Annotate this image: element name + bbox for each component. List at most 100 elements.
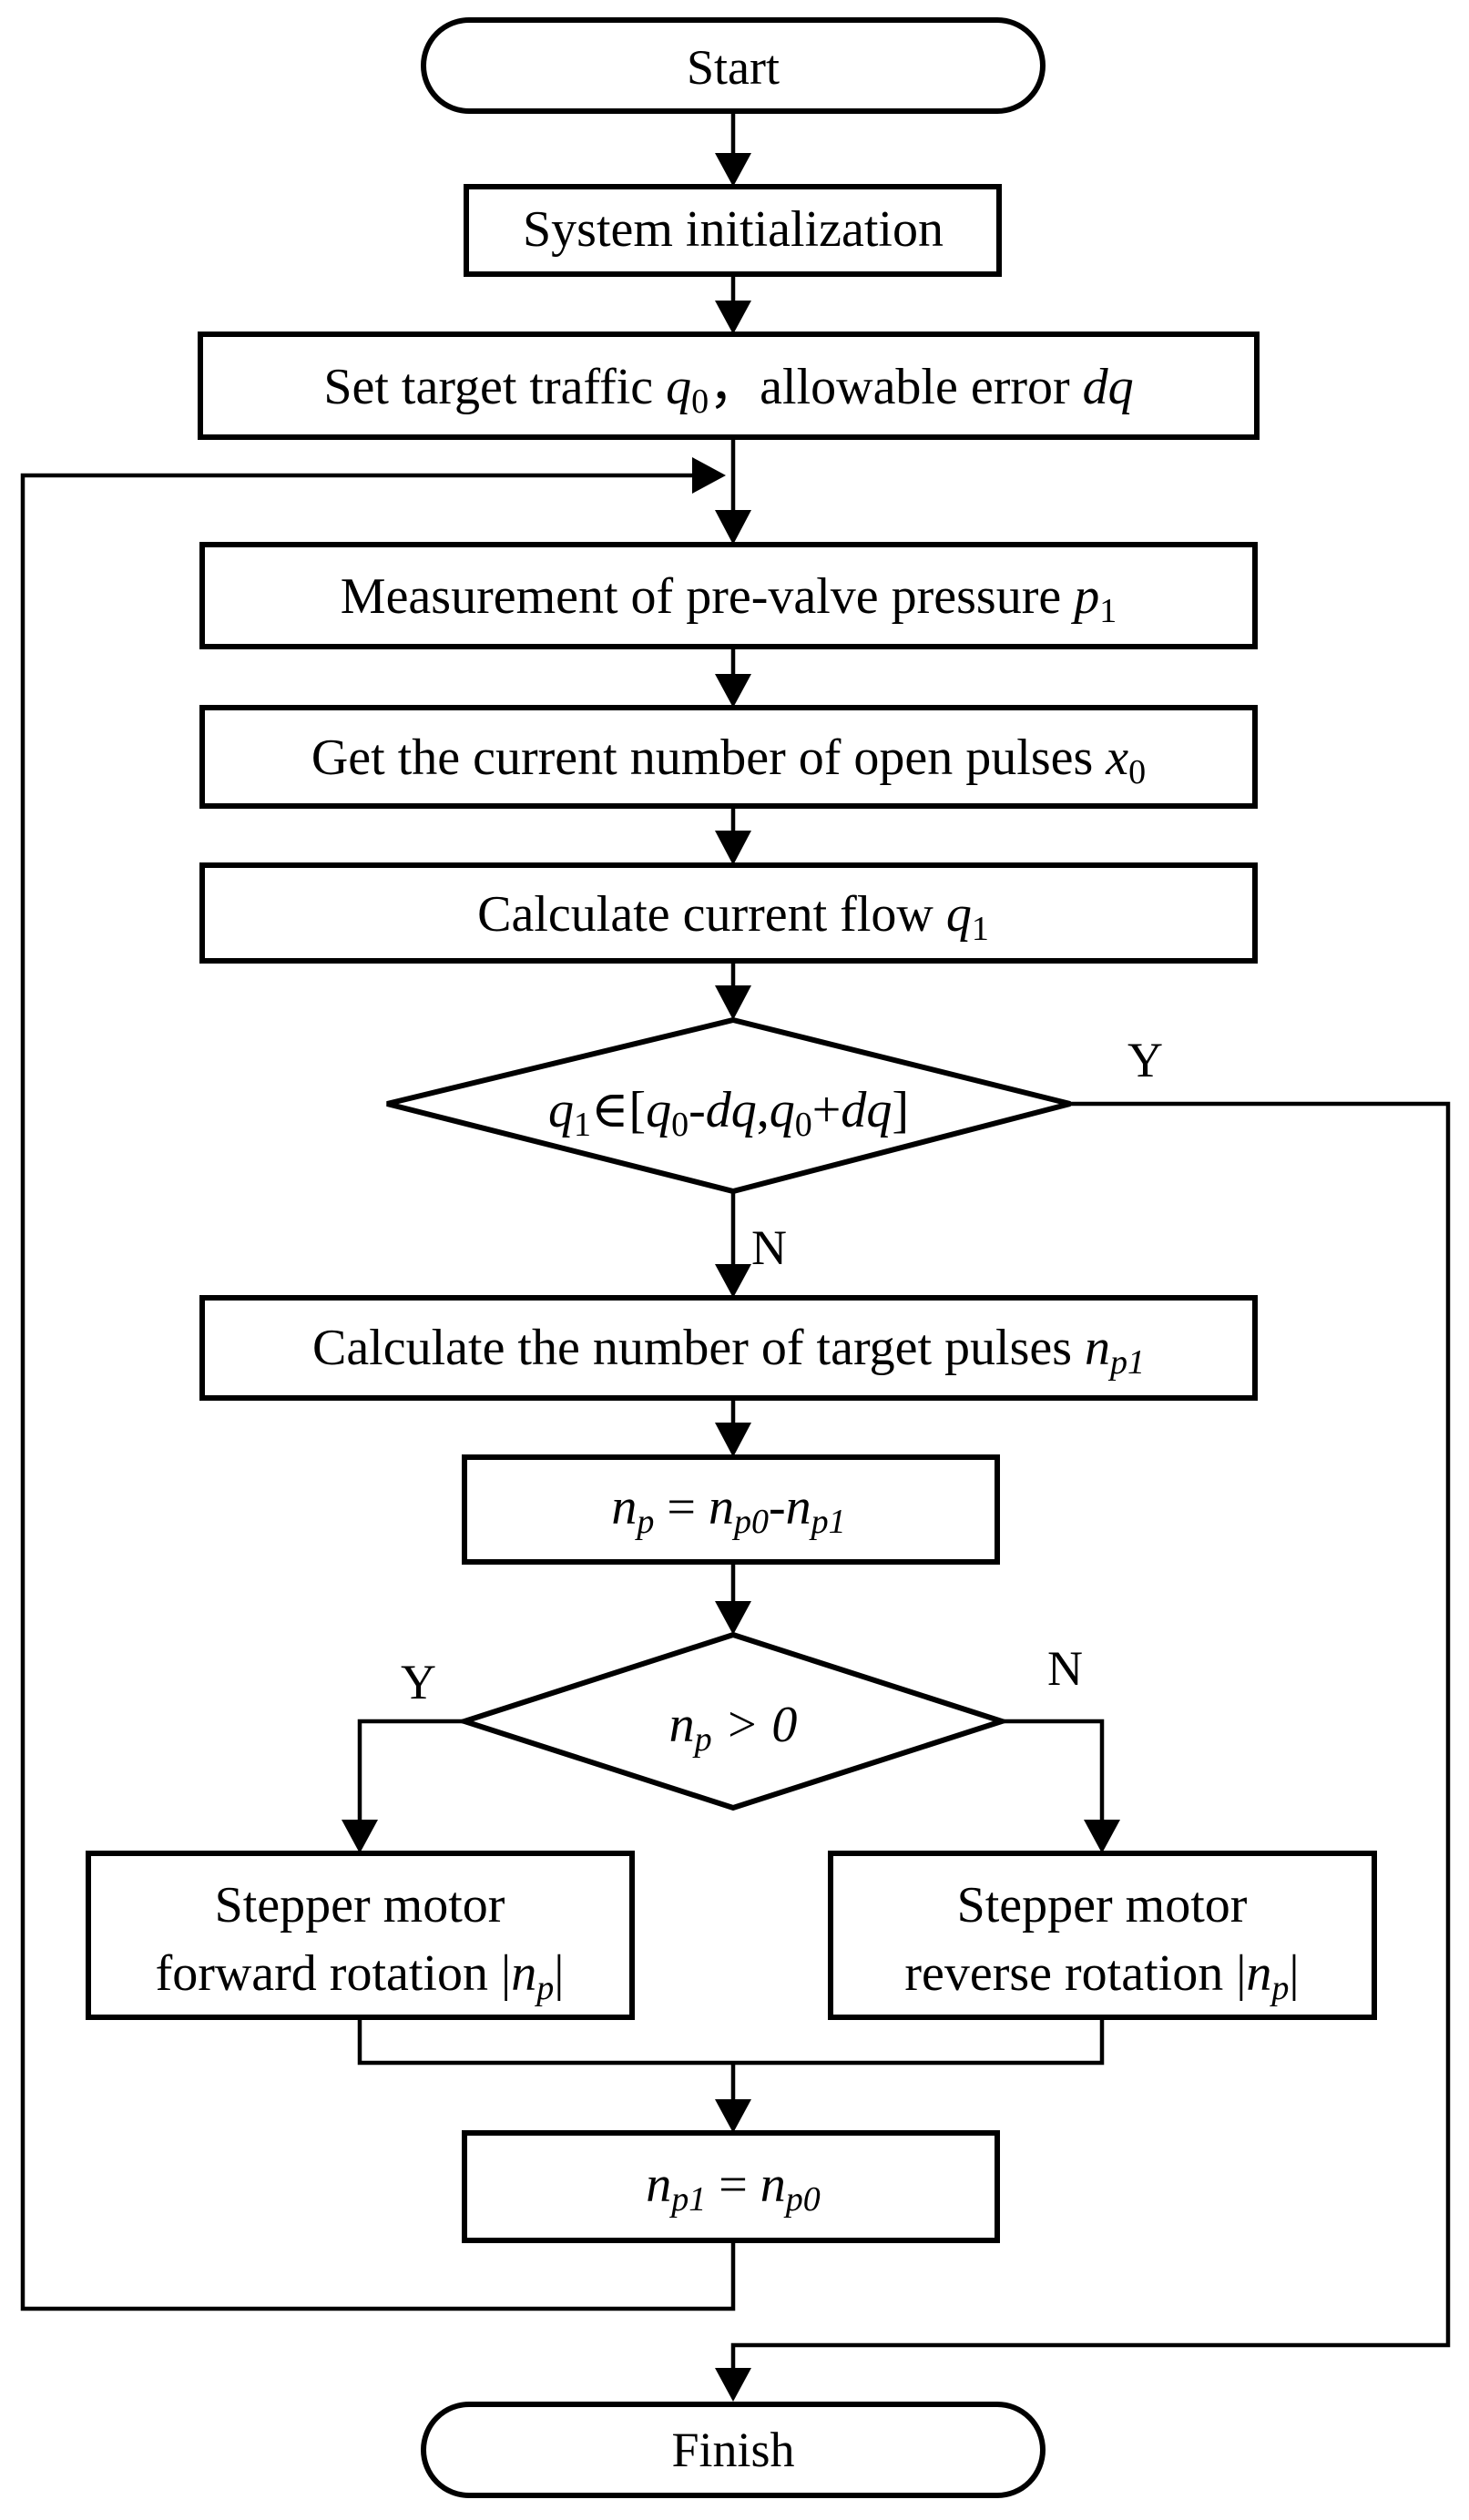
decision-sign-subscript: p <box>692 1720 712 1759</box>
reverse-abs-close: | <box>1289 1945 1299 2002</box>
measure-pressure-p-subscript: 1 <box>1099 592 1117 630</box>
node-compute-np: np = np0-np1 <box>462 1454 1000 1565</box>
edge-decision-yes-to-finish <box>730 1101 1451 2377</box>
init-box <box>464 184 1002 277</box>
compute-np-n-symbol: n <box>611 1479 637 1535</box>
init-label: System initialization <box>523 201 944 258</box>
set-target-dq-symbol: dq <box>1083 359 1134 415</box>
edge-sign-yes-to-forward <box>357 1719 464 1831</box>
update-np1-label: np1 = np0 <box>646 2157 821 2219</box>
reverse-line2-text: reverse rotation <box>904 1945 1236 2002</box>
set-target-label: Set target traffic q0，allowable error dq <box>323 359 1133 421</box>
compute-np-minus: - <box>769 1479 786 1535</box>
edge-label-range-no: N <box>751 1220 787 1275</box>
arrowhead-calc-flow <box>715 831 751 865</box>
decision-q0-lower-symbol: q <box>646 1082 671 1138</box>
measure-pressure-p-symbol: p <box>1070 568 1099 625</box>
calc-target-box <box>199 1295 1258 1401</box>
calc-target-n-subscript: p1 <box>1107 1343 1145 1382</box>
start-terminator-shape <box>421 17 1046 114</box>
edge-sign-no-to-reverse <box>1002 1719 1105 1831</box>
set-target-q-subscript: 0 <box>691 383 709 421</box>
decision-q0-lower-subscript: 0 <box>671 1106 689 1144</box>
decision-comma: , <box>757 1082 770 1138</box>
get-pulses-box <box>199 705 1258 809</box>
decision-sign-n-symbol: n <box>669 1697 695 1753</box>
calc-flow-text: Calculate current flow <box>477 886 946 943</box>
update-np1-box <box>462 2130 1000 2243</box>
decision-dq-lower-symbol: dq <box>706 1082 757 1138</box>
edge-loop-back <box>20 473 736 2311</box>
set-target-text: Set target traffic <box>323 359 666 415</box>
arrowhead-decision-range <box>715 985 751 1020</box>
arrowhead-calc-target <box>715 1264 751 1298</box>
update-n0-subscript: p0 <box>783 2180 821 2219</box>
node-decision-sign: np > 0 <box>455 1631 1011 1811</box>
node-finish: Finish <box>421 2402 1046 2498</box>
arrowhead-set-target <box>715 301 751 334</box>
compute-np-n1-symbol: n <box>786 1479 811 1535</box>
finish-terminator-shape <box>421 2402 1046 2498</box>
node-get-pulses: Get the current number of open pulses x0 <box>199 705 1258 809</box>
arrowhead-measure <box>715 510 751 545</box>
calc-target-n-symbol: n <box>1085 1320 1110 1376</box>
decision-sign-comparison: > 0 <box>712 1697 798 1753</box>
arrowhead-update <box>715 2099 751 2133</box>
finish-label: Finish <box>671 2423 794 2477</box>
set-target-q-symbol: q <box>666 359 691 415</box>
forward-abs-open: | <box>501 1945 511 2002</box>
forward-line1: Stepper motor <box>215 1877 505 1933</box>
arrowhead-finish <box>715 2368 751 2402</box>
reverse-line1: Stepper motor <box>957 1877 1248 1933</box>
update-n1-subscript: p1 <box>668 2180 706 2219</box>
node-measure-pressure: Measurement of pre-valve pressure p1 <box>199 542 1258 649</box>
measure-pressure-text: Measurement of pre-valve pressure <box>341 568 1074 625</box>
calc-flow-q-subscript: 1 <box>972 910 989 948</box>
edge-label-sign-yes: Y <box>401 1655 436 1709</box>
calc-flow-label: Calculate current flow q1 <box>477 886 989 948</box>
compute-np-n1-subscript: p1 <box>809 1503 846 1541</box>
node-set-target: Set target traffic q0，allowable error dq <box>198 332 1260 440</box>
arrowhead-decision-sign <box>715 1601 751 1635</box>
node-decision-range: q1∈[q0-dq,q0+dq] <box>386 1016 1071 1195</box>
update-n0-symbol: n <box>760 2157 786 2213</box>
set-target-mid-text: ，allowable error <box>709 359 1082 415</box>
decision-element-of-symbol: ∈ <box>591 1082 628 1138</box>
compute-np-label: np = np0-np1 <box>611 1479 845 1541</box>
decision-close-bracket: ] <box>892 1082 909 1138</box>
node-forward-rotation: Stepper motor forward rotation |np| <box>86 1851 635 2020</box>
edge-merge <box>357 2017 1105 2066</box>
node-init: System initialization <box>464 184 1002 277</box>
node-update-np1: np1 = np0 <box>462 2130 1000 2243</box>
node-start: Start <box>421 17 1046 114</box>
decision-q1-symbol: q <box>548 1082 574 1138</box>
edges <box>20 109 1451 2402</box>
forward-n-subscript: p <box>534 1969 554 2007</box>
arrowhead-get-pulses <box>715 674 751 708</box>
get-pulses-x-subscript: 0 <box>1128 753 1146 791</box>
forward-line2-text: forward rotation <box>156 1945 501 2002</box>
arrowhead-loop <box>692 457 726 494</box>
reverse-line2: reverse rotation |np| <box>904 1945 1299 2007</box>
get-pulses-label: Get the current number of open pulses x0 <box>311 729 1146 791</box>
decision-q1-subscript: 1 <box>574 1106 591 1144</box>
decision-sign-label: np > 0 <box>669 1697 798 1759</box>
decision-q0-upper-symbol: q <box>770 1082 795 1138</box>
arrowhead-compute-np <box>715 1423 751 1457</box>
decision-dq-upper-symbol: dq <box>841 1082 892 1138</box>
reverse-n-symbol: n <box>1246 1945 1271 2002</box>
reverse-n-subscript: p <box>1269 1969 1289 2007</box>
arrowhead-reverse <box>1084 1820 1120 1853</box>
decision-minus-sign: - <box>689 1082 706 1138</box>
compute-np-n0-subscript: p0 <box>731 1503 769 1541</box>
arrowhead-forward <box>342 1820 378 1853</box>
compute-np-n0-symbol: n <box>709 1479 734 1535</box>
decision-range-diamond <box>386 1016 1071 1195</box>
compute-np-box <box>462 1454 1000 1565</box>
node-calc-target: Calculate the number of target pulses np… <box>199 1295 1258 1401</box>
measure-pressure-label: Measurement of pre-valve pressure p1 <box>341 568 1117 630</box>
arrowhead-init <box>715 153 751 187</box>
calc-flow-box <box>199 862 1258 964</box>
